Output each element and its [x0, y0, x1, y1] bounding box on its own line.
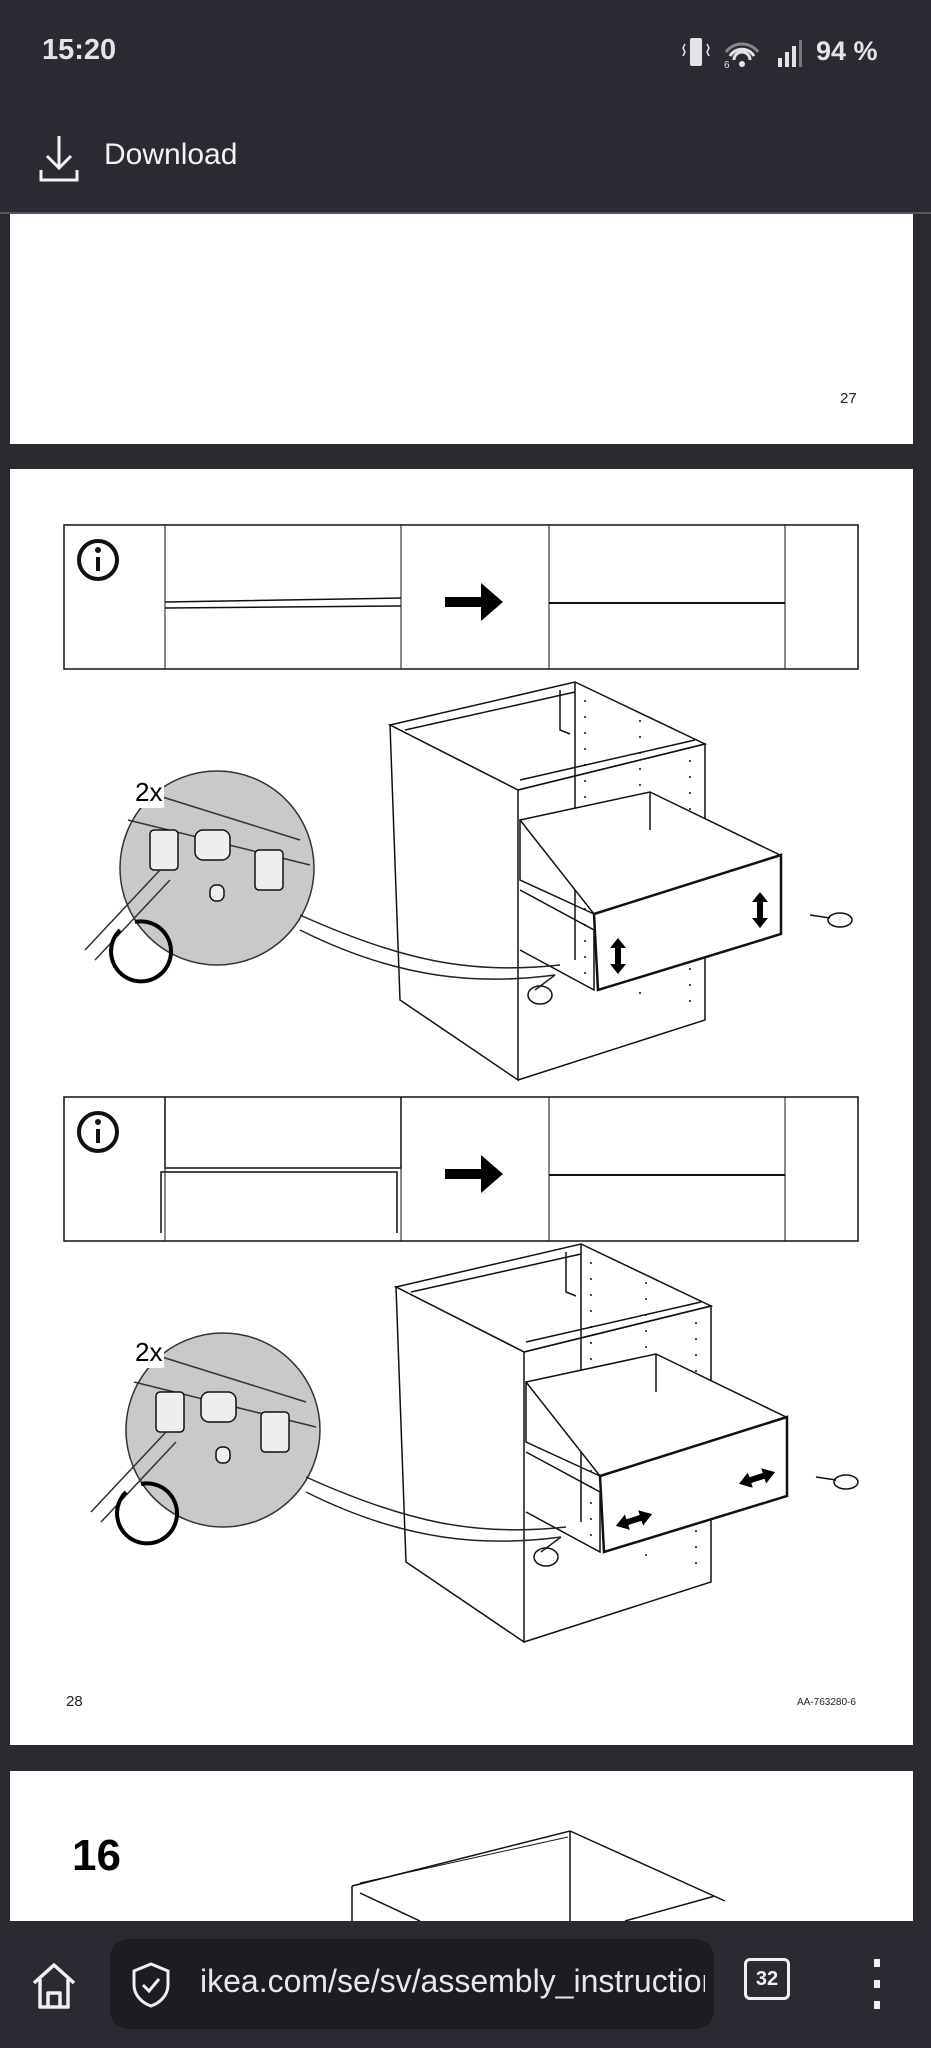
quantity-callout: 2x — [133, 777, 165, 808]
home-button[interactable] — [28, 1961, 80, 2013]
top-bar: Download — [0, 110, 931, 214]
shield-check-icon — [132, 1962, 170, 2008]
download-label[interactable]: Download — [104, 138, 238, 171]
download-button[interactable] — [38, 134, 98, 194]
step-number: 16 — [72, 1831, 121, 1880]
pdf-page-28: 2x 2x 28 AA-763280-6 — [10, 469, 913, 1745]
wifi-6-icon: 6 — [724, 42, 760, 70]
assembly-illustration — [62, 523, 860, 1644]
status-time: 15:20 — [42, 34, 117, 66]
page-number: 28 — [66, 1693, 83, 1710]
document-code: AA-763280-6 — [797, 1697, 856, 1708]
vibrate-icon — [682, 38, 710, 66]
horizontal-adjust-arrows — [615, 1468, 776, 1530]
status-icons: 6 — [682, 38, 802, 70]
page-number: 27 — [840, 390, 857, 407]
battery-level: 94 % — [816, 36, 878, 66]
cabinet-drawing — [351, 1830, 726, 1921]
download-icon — [39, 136, 79, 182]
info-offset-fronts — [160, 1097, 402, 1233]
browser-bottom-bar: ikea.com/se/sv/assembly_instructions 32 — [0, 1921, 931, 2048]
cabinet-drawing-horizontal — [89, 1242, 860, 1644]
more-vert-icon — [874, 1959, 880, 2009]
quantity-callout: 2x — [133, 1337, 165, 1368]
cabinet-drawing-vertical — [83, 680, 854, 1082]
address-bar[interactable]: ikea.com/se/sv/assembly_instructions — [110, 1939, 714, 2029]
home-icon — [32, 1963, 76, 2009]
signal-icon — [778, 40, 802, 67]
svg-text:6: 6 — [724, 60, 730, 70]
vertical-adjust-arrows — [610, 892, 768, 974]
url-text[interactable]: ikea.com/se/sv/assembly_instructions — [200, 1963, 705, 1999]
pdf-page-27: 27 — [10, 214, 913, 444]
pdf-page-29: 16 — [10, 1771, 913, 1921]
tab-switcher-button[interactable]: 32 — [744, 1958, 790, 2000]
menu-button[interactable] — [862, 1955, 892, 2015]
status-bar: 15:20 6 94 % — [0, 0, 931, 110]
info-misaligned-fronts — [164, 597, 402, 609]
